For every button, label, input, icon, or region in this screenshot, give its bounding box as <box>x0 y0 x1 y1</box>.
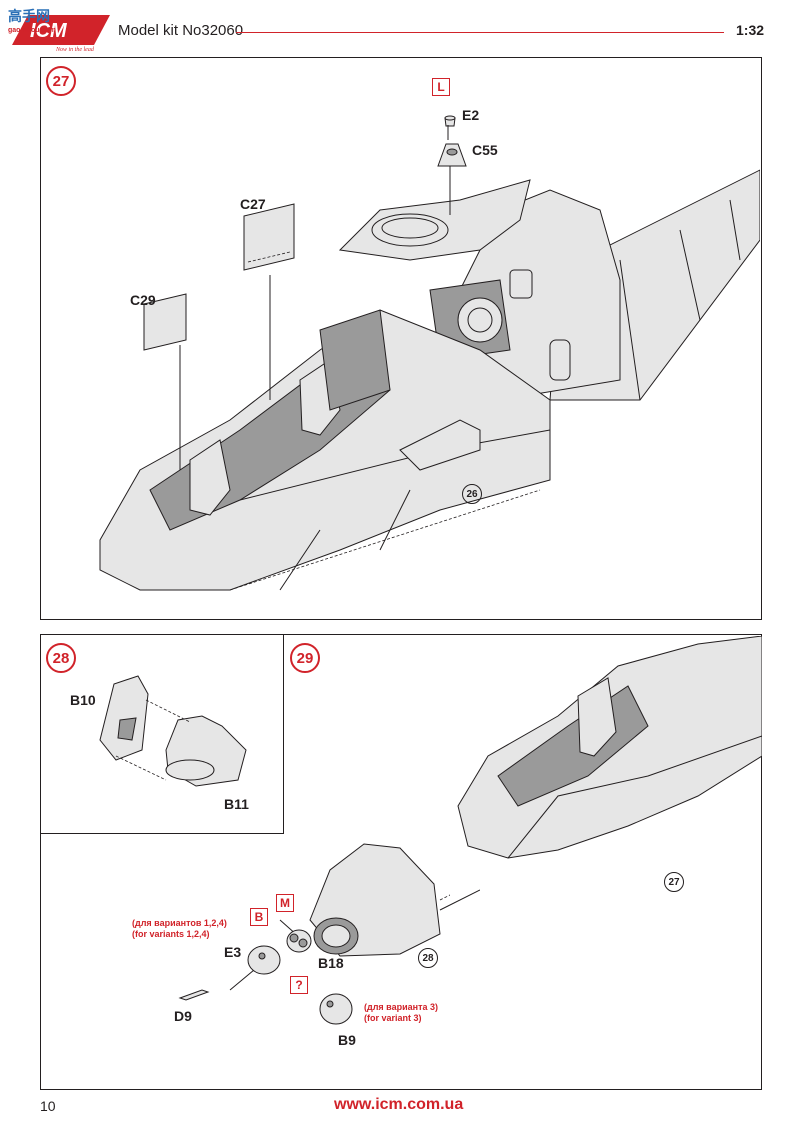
part-b11-label: B11 <box>224 796 249 812</box>
step-28-29-panel <box>40 634 762 1090</box>
step-28-panel <box>40 634 284 834</box>
part-b9-shape <box>319 993 353 1025</box>
part-c55-label: C55 <box>472 142 498 158</box>
part-c27-shape <box>243 203 295 271</box>
part-b18-label: B18 <box>318 955 344 971</box>
note-variant-3-ru: (для варианта 3) <box>364 1002 438 1012</box>
step-29-tag-question: ? <box>290 976 308 994</box>
part-d9-label: D9 <box>174 1008 192 1024</box>
part-c29-label: C29 <box>130 292 156 308</box>
header-divider <box>236 32 724 33</box>
part-b9-label: B9 <box>338 1032 356 1048</box>
part-d9-shape <box>178 989 210 1001</box>
step-29-tag-b: B <box>250 908 268 926</box>
step-27-tag-l: L <box>432 78 450 96</box>
note-variant-3: (для варианта 3) (for variant 3) <box>364 1002 438 1024</box>
page-number: 10 <box>40 1098 56 1114</box>
part-b18-shape <box>286 929 312 953</box>
nose-assembly-28-illustration <box>99 675 247 787</box>
part-b10-label: B10 <box>70 692 96 708</box>
part-c27-label: C27 <box>240 196 266 212</box>
scale-label: 1:32 <box>736 22 765 38</box>
note-variants-124-en: (for variants 1,2,4) <box>132 929 210 939</box>
part-e2-shape <box>444 115 456 127</box>
note-variants-124: (для вариантов 1,2,4) (for variants 1,2,… <box>132 918 227 940</box>
watermark-text: 高手网 <box>8 8 50 25</box>
watermark-url: gao-shou.com <box>8 27 56 34</box>
assembly-arrows-27 <box>179 125 451 470</box>
assembly-arrows-29 <box>229 889 480 991</box>
part-e3-label: E3 <box>224 944 242 960</box>
part-e3-shape <box>247 945 281 975</box>
step-29-ref-27: 27 <box>664 872 684 892</box>
step-27-panel <box>40 57 762 620</box>
page-title: Model kit No32060 <box>118 22 244 39</box>
step-29-badge: 29 <box>290 643 320 673</box>
part-c29-shape <box>143 293 187 351</box>
note-variants-124-ru: (для вариантов 1,2,4) <box>132 918 227 928</box>
step-29-ref-28: 28 <box>418 948 438 968</box>
part-e2-label: E2 <box>462 107 480 123</box>
step-28-badge: 28 <box>46 643 76 673</box>
step-29-tag-m: M <box>276 894 294 912</box>
part-c55-shape <box>437 143 467 167</box>
step-27-badge: 27 <box>46 66 76 96</box>
logo-text: ICM <box>30 20 68 42</box>
nose-cone-29-illustration <box>309 843 450 957</box>
helicopter-fuselage-illustration <box>99 169 760 591</box>
icm-logo: ICM 高手网 gao-shou.com Now in the lead <box>8 8 110 53</box>
helicopter-nose-29-illustration <box>457 636 762 859</box>
footer-website-link[interactable]: www.icm.com.ua <box>334 1096 464 1113</box>
note-variant-3-en: (for variant 3) <box>364 1013 422 1023</box>
step-27-ref-26: 26 <box>462 484 482 504</box>
logo-tagline: Now in the lead <box>55 47 95 53</box>
